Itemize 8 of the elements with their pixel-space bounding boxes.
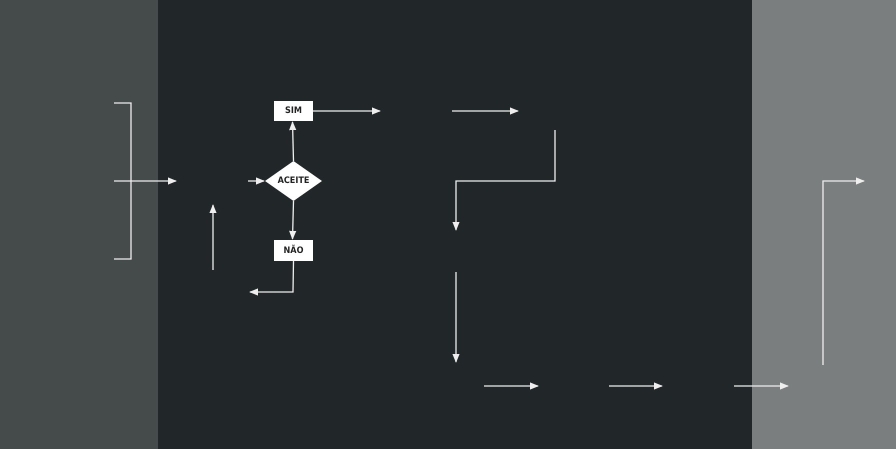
process-box: NÃO — [274, 240, 313, 261]
arrow — [289, 121, 296, 162]
arrow — [248, 177, 265, 185]
decision-diamond: ACEITE — [265, 161, 322, 201]
arrow — [289, 200, 296, 240]
arrow — [313, 107, 381, 115]
arrow — [249, 260, 294, 296]
process-box: SIM — [274, 101, 313, 121]
